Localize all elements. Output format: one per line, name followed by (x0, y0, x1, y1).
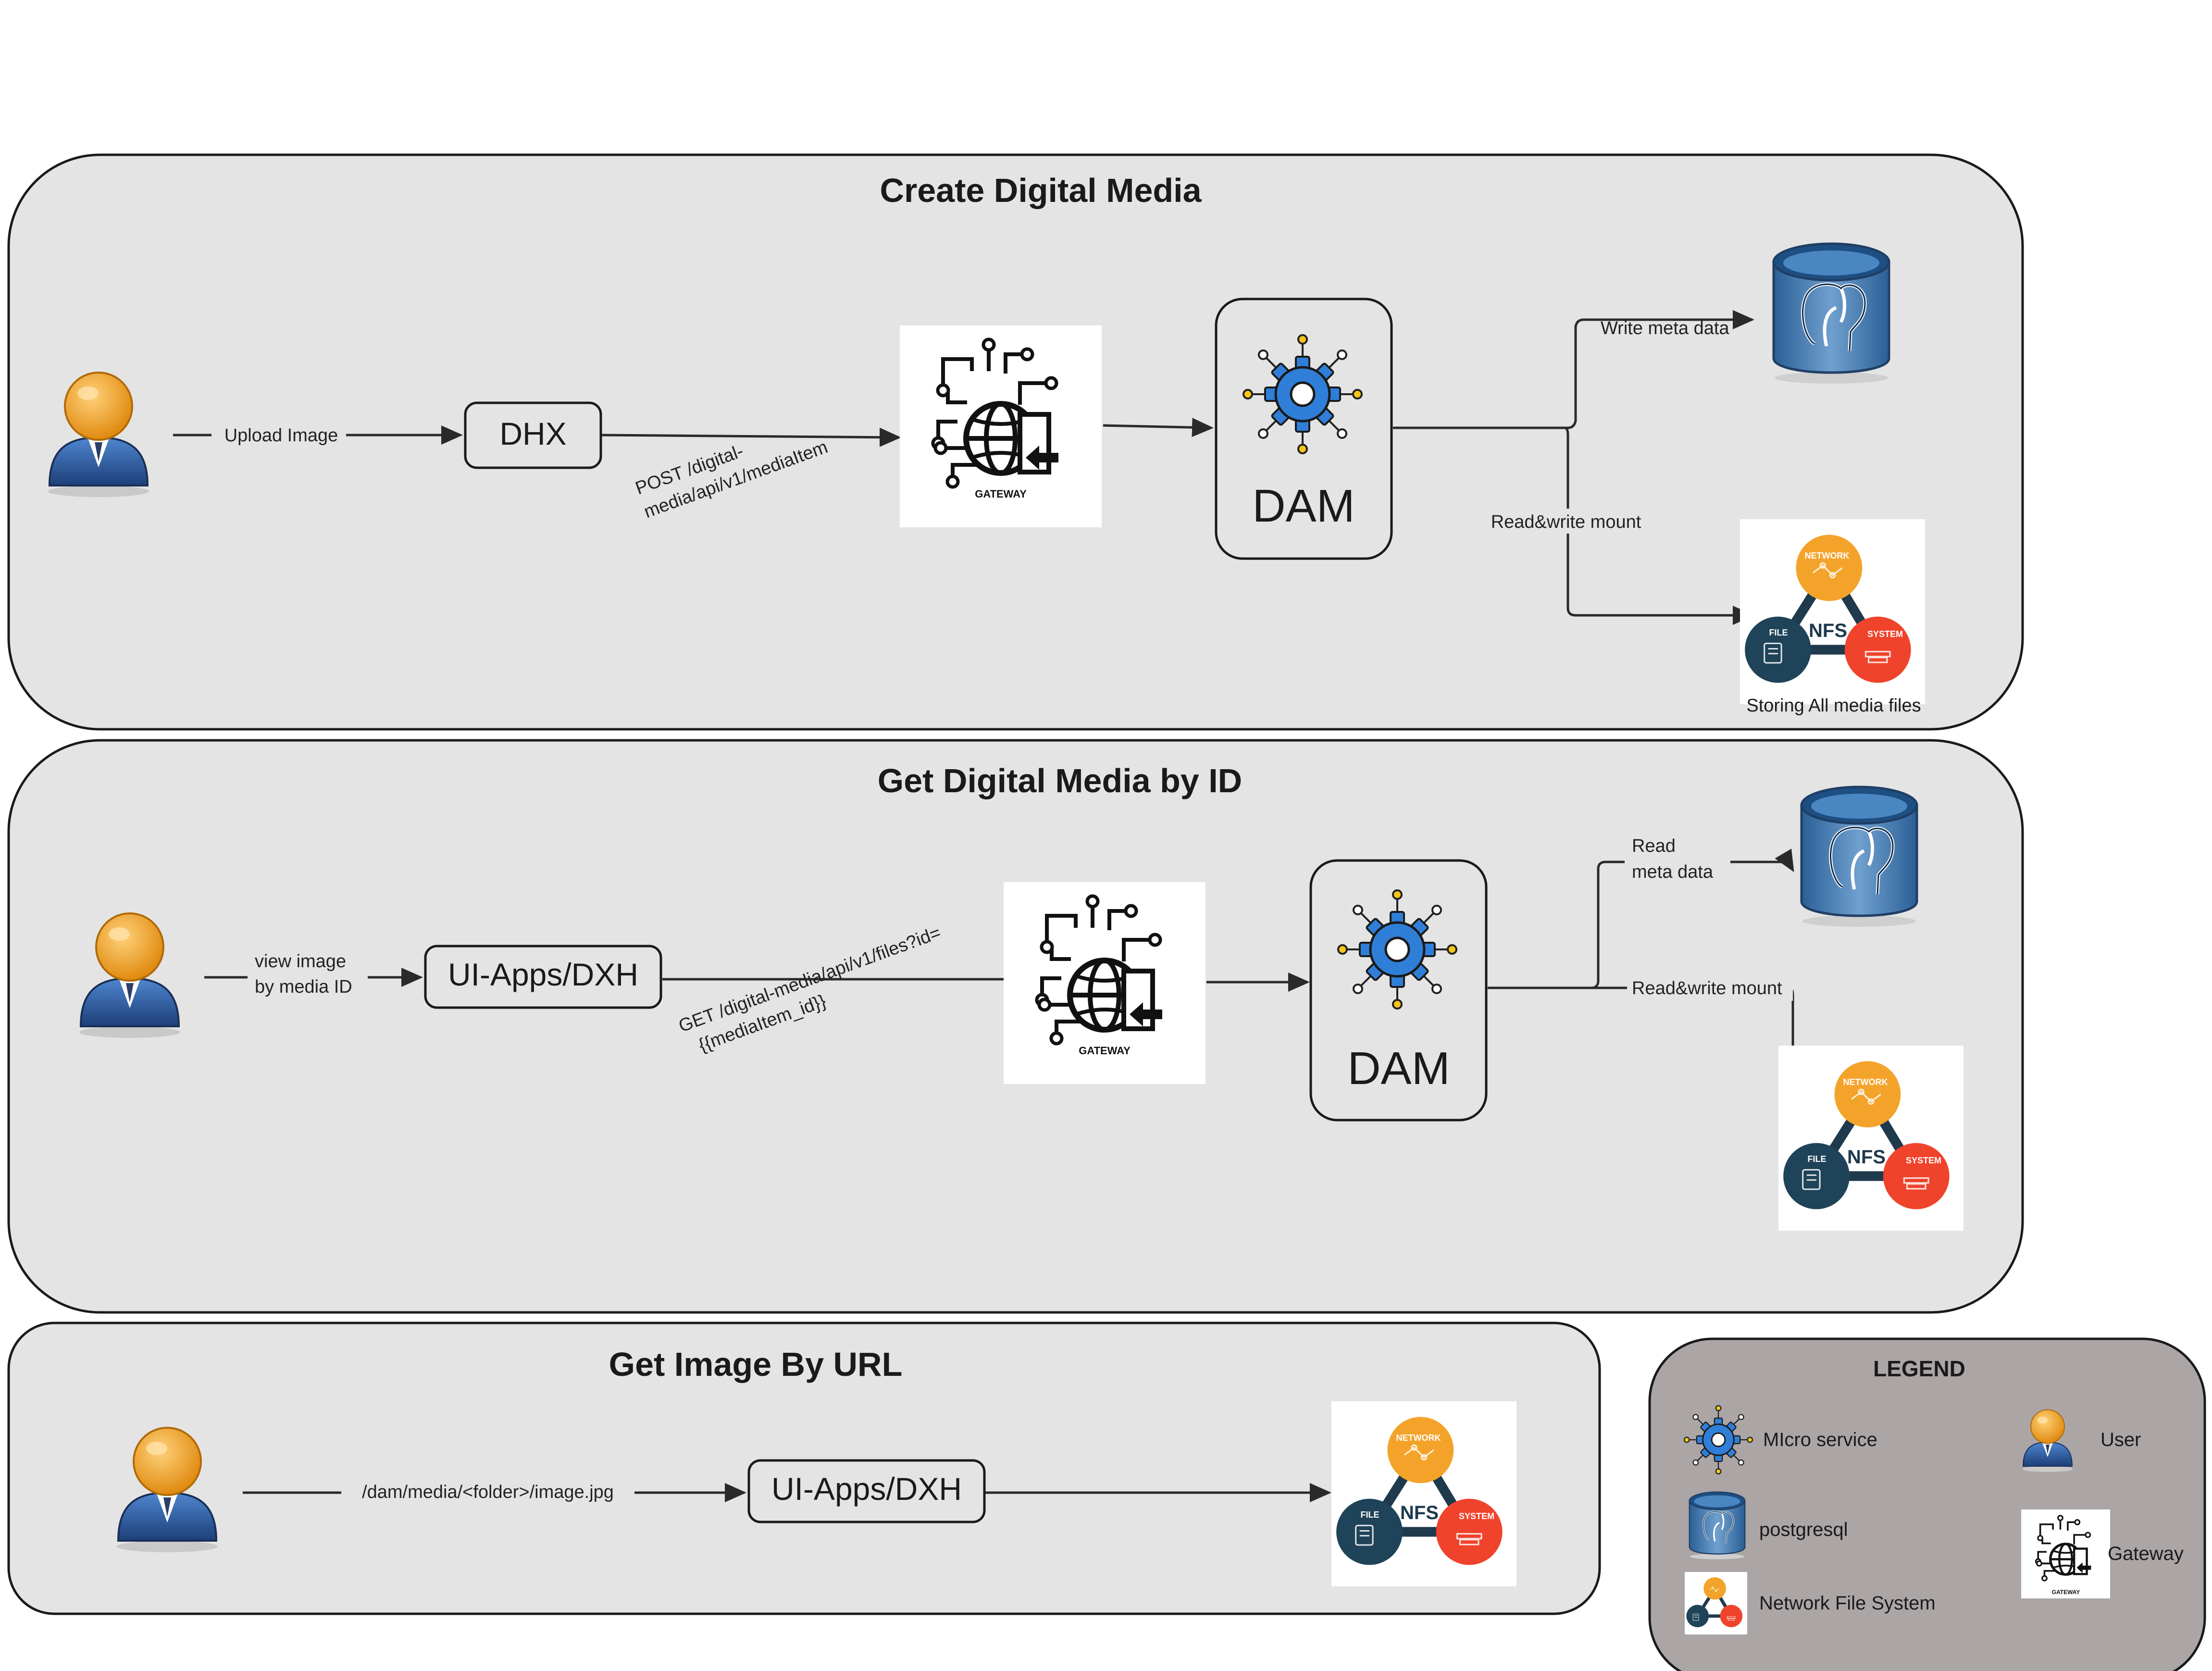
ui-apps-dxh-label: UI-Apps/DXH (448, 957, 638, 992)
dam-node[interactable] (1309, 859, 1488, 1122)
label-bg (1625, 829, 1730, 887)
panel-get-by-id: Get Digital Media by ID view image by me… (7, 739, 2024, 1314)
ui-apps-dxh-node[interactable] (424, 945, 662, 1009)
nfs-system-text: SYSTEM (1867, 629, 1903, 639)
nfs-network-text: NETWORK (1396, 1433, 1441, 1443)
panel-create-digital-media: Create Digital Media Upload Image DHX PO… (7, 153, 2024, 731)
legend-postgresql-label: postgresql (1759, 1519, 1848, 1540)
postgresql-db-icon (1802, 787, 1917, 927)
microservice-gear-icon (1338, 890, 1456, 1009)
read-write-mount-label: Read&write mount (1491, 512, 1641, 532)
gateway-node[interactable]: GATEWAY (1004, 882, 1205, 1084)
nfs-center-text: NFS (1847, 1147, 1886, 1168)
dam-label: DAM (1252, 480, 1355, 532)
write-meta-label: Write meta data (1601, 318, 1729, 338)
nfs-node[interactable]: NETWORK FILE SYSTEM NFS (1740, 519, 1925, 704)
nfs-icon (1740, 519, 1925, 704)
label-bg (211, 423, 346, 447)
ui-apps-dxh-node[interactable] (747, 1459, 986, 1523)
panel-get-by-url: Get Image By URL /dam/media/<folder>/ima… (7, 1322, 1601, 1615)
postgresql-db-icon (1689, 1491, 1746, 1560)
arrow-dhx-to-gateway (601, 427, 901, 447)
postgresql-db-icon (1774, 244, 1889, 384)
arrow-dam-to-db (1488, 848, 1794, 989)
microservice-gear-icon (1243, 335, 1362, 453)
dhx-node[interactable] (464, 401, 602, 469)
label-bg (1480, 509, 1653, 534)
nfs-icon (1331, 1401, 1516, 1586)
legend-title: LEGEND (1873, 1356, 1965, 1381)
panel-get-by-url-title: Get Image By URL (609, 1346, 903, 1383)
legend-user-label: User (2100, 1429, 2141, 1450)
gateway-label: GATEWAY (975, 488, 1027, 500)
label-bg (248, 945, 368, 1002)
nfs-system-text: SYSTEM (1906, 1156, 1941, 1165)
view-label-line2: by media ID (255, 977, 352, 997)
nfs-center-text: NFS (1809, 620, 1847, 641)
dam-label: DAM (1347, 1043, 1450, 1094)
arrow-dam-to-nfs (1564, 426, 1754, 625)
nfs-file-text: FILE (1769, 628, 1788, 637)
ui-apps-dxh-label: UI-Apps/DXH (771, 1471, 962, 1507)
nfs-file-text: FILE (1808, 1154, 1827, 1164)
nfs-icon (1685, 1572, 1747, 1634)
url-path-label: /dam/media/<folder>/image.jpg (362, 1482, 614, 1502)
nfs-node[interactable]: NETWORK FILE SYSTEM NFS (1778, 1046, 1963, 1231)
legend-nfs-label: Network File System (1759, 1593, 1936, 1614)
nfs-node[interactable]: NETWORK FILE SYSTEM NFS (1331, 1401, 1516, 1586)
nfs-network-text: NETWORK (1843, 1077, 1888, 1087)
read-meta-line1: Read (1632, 836, 1676, 856)
legend-micro-service-label: MIcro service (1763, 1429, 1877, 1450)
nfs-icon (1778, 1046, 1963, 1231)
nfs-file-text: FILE (1361, 1510, 1379, 1520)
microservice-gear-icon (1683, 1405, 1753, 1475)
nfs-caption: Storing All media files (1746, 696, 1921, 716)
nfs-center-text: NFS (1400, 1502, 1439, 1523)
panel-create-title: Create Digital Media (880, 172, 1202, 209)
dhx-label: DHX (499, 416, 566, 451)
gateway-icon (2021, 1509, 2110, 1598)
nfs-system-text: SYSTEM (1459, 1511, 1494, 1521)
nfs-network-text: NETWORK (1805, 551, 1850, 561)
gateway-label: GATEWAY (1079, 1045, 1131, 1057)
arrow-gateway-to-dam (1103, 418, 1214, 437)
upload-image-label: Upload Image (224, 425, 338, 446)
legend-gateway-label: Gateway (2108, 1543, 2184, 1564)
legend-gateway-small-label: GATEWAY (2052, 1589, 2080, 1596)
read-meta-line2: meta data (1632, 862, 1714, 882)
label-bg (1627, 976, 1793, 1001)
panel-get-by-id-title: Get Digital Media by ID (878, 762, 1242, 799)
gateway-node[interactable]: GATEWAY (900, 325, 1102, 527)
label-bg (341, 1480, 634, 1505)
legend: LEGEND MIcro service postgresql Network … (1648, 1337, 2206, 1671)
arrow-dam-to-db (1393, 310, 1754, 429)
view-label-line1: view image (255, 951, 346, 972)
read-write-mount-label: Read&write mount (1632, 978, 1782, 998)
